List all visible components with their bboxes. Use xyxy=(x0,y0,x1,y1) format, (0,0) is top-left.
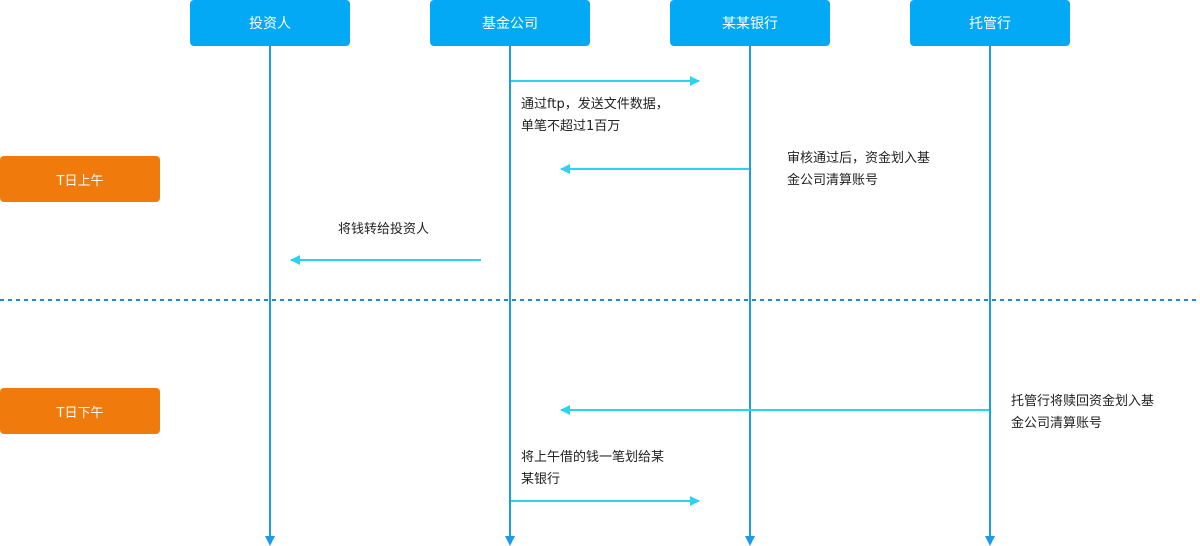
message-note-2: 审核通过后，资金划入基 金公司清算账号 xyxy=(787,148,930,192)
phase-t-morning: T日上午 xyxy=(0,156,160,202)
message-note-5-line-1: 将上午借的钱一笔划给某 xyxy=(521,450,665,465)
message-note-4-line-2: 金公司清算账号 xyxy=(1011,416,1103,431)
message-note-4-line-1: 托管行将赎回资金划入基 xyxy=(1011,394,1155,409)
lifeline-investor-arrowhead xyxy=(265,536,275,546)
message-note-5: 将上午借的钱一笔划给某 某银行 xyxy=(521,447,664,491)
message-note-1-line-2: 单笔不超过1百万 xyxy=(521,119,621,134)
message-note-1-line-1: 通过ftp，发送文件数据， xyxy=(521,97,669,112)
message-note-5-line-2: 某银行 xyxy=(521,472,561,487)
lifeline-fund-company-arrowhead xyxy=(505,536,515,546)
phase-t-afternoon: T日下午 xyxy=(0,388,160,434)
actor-bank: 某某银行 xyxy=(670,0,830,46)
message-note-1: 通过ftp，发送文件数据， 单笔不超过1百万 xyxy=(521,94,669,138)
message-note-4: 托管行将赎回资金划入基 金公司清算账号 xyxy=(1011,391,1154,435)
message-note-3-line-1: 将钱转给投资人 xyxy=(338,222,430,237)
actor-investor: 投资人 xyxy=(190,0,350,46)
message-note-3: 将钱转给投资人 xyxy=(338,219,429,241)
actor-custodian: 托管行 xyxy=(910,0,1070,46)
message-note-2-line-1: 审核通过后，资金划入基 xyxy=(787,151,931,166)
lifeline-bank-arrowhead xyxy=(745,536,755,546)
message-note-2-line-2: 金公司清算账号 xyxy=(787,173,879,188)
actor-fund-company: 基金公司 xyxy=(430,0,590,46)
lifeline-custodian-arrowhead xyxy=(985,536,995,546)
